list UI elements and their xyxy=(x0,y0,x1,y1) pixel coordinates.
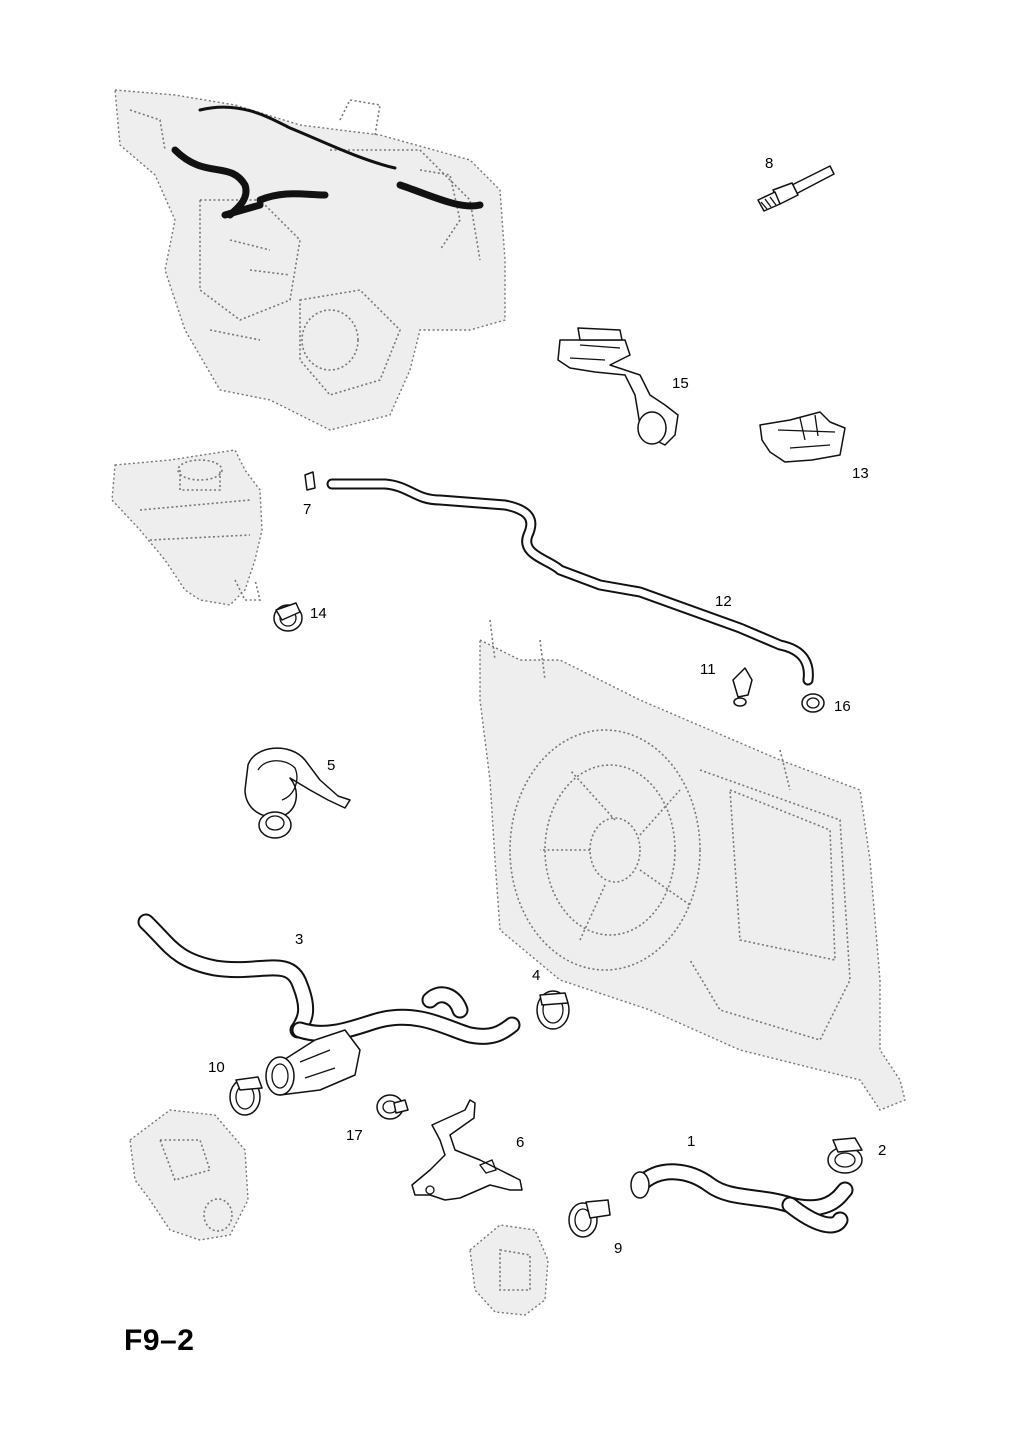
part-7-clip xyxy=(304,471,316,491)
part-8-bolt xyxy=(757,165,835,212)
part-15-bracket xyxy=(557,327,679,446)
callout-8: 8 xyxy=(765,155,774,172)
callout-13: 13 xyxy=(852,465,869,482)
callout-11: 11 xyxy=(700,661,716,678)
part-1-radiator-hose xyxy=(630,1163,854,1234)
thermostat-housing-outline xyxy=(129,1109,249,1241)
callout-5: 5 xyxy=(327,757,336,774)
callout-9: 9 xyxy=(614,1240,623,1257)
part-4-hose-clamp xyxy=(536,990,570,1030)
engine-assembly-outline xyxy=(114,89,506,431)
diagram-code-label: F9–2 xyxy=(124,1324,195,1357)
callout-7: 7 xyxy=(303,501,312,518)
part-17-hose-clamp xyxy=(376,1094,409,1120)
callout-14: 14 xyxy=(310,605,327,622)
part-10-hose-clamp xyxy=(229,1076,263,1116)
part-9-hose-clamp xyxy=(568,1199,611,1238)
callout-15: 15 xyxy=(672,375,689,392)
callout-2: 2 xyxy=(878,1142,887,1159)
part-6-bracket xyxy=(411,1099,523,1201)
callout-16: 16 xyxy=(834,698,851,715)
part-14-hose-clamp xyxy=(273,602,303,632)
part-12-bypass-pipe xyxy=(326,478,814,686)
callout-10: 10 xyxy=(208,1059,225,1076)
part-16-hose-clamp xyxy=(801,693,825,713)
part-11-clip xyxy=(732,667,753,707)
callout-17: 17 xyxy=(346,1127,363,1144)
expansion-tank-outline xyxy=(111,449,263,606)
callout-1: 1 xyxy=(687,1133,696,1150)
callout-6: 6 xyxy=(516,1134,525,1151)
part-13-clip xyxy=(759,411,846,463)
callout-4: 4 xyxy=(532,967,541,984)
part-2-hose-clamp xyxy=(827,1137,863,1174)
pump-outline xyxy=(469,1224,549,1316)
callout-12: 12 xyxy=(715,593,732,610)
part-5-band-clamp xyxy=(244,747,351,839)
callout-3: 3 xyxy=(295,931,304,948)
radiator-fan-outline xyxy=(479,619,906,1111)
part-3-radiator-hose xyxy=(137,913,521,1096)
